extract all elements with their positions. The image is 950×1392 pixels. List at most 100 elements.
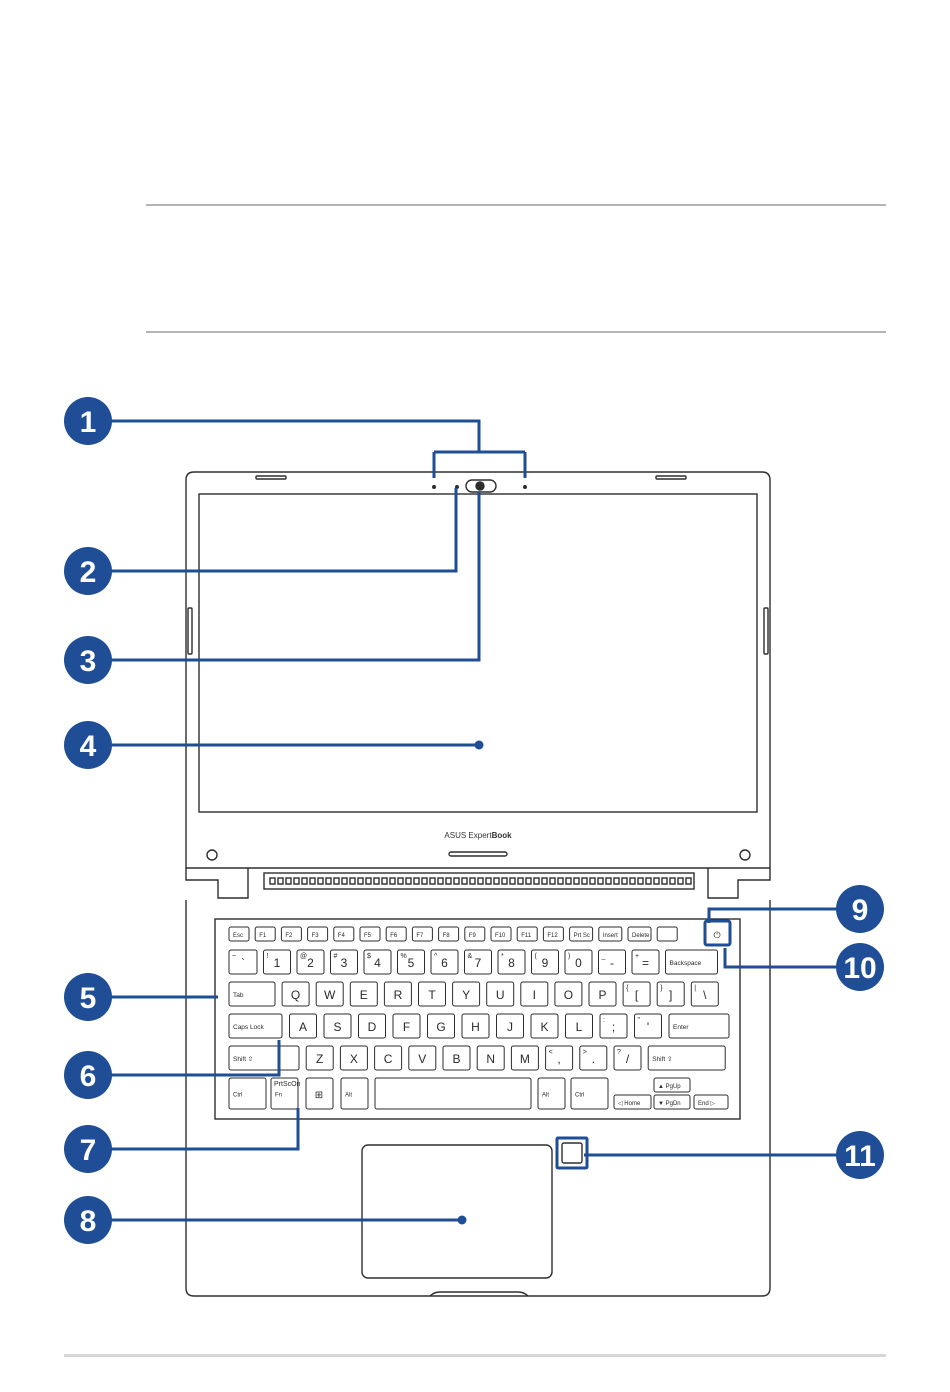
key-label: ▼ PgDn xyxy=(658,1101,681,1107)
keyboard-key xyxy=(613,1045,642,1071)
keyboard-key xyxy=(397,949,425,975)
key-shift-label: _ xyxy=(601,953,606,960)
keyboard-key xyxy=(496,1013,524,1039)
callout-8: 8 xyxy=(64,1196,112,1244)
keyboard-key xyxy=(305,1077,334,1110)
vent-slot xyxy=(509,877,516,885)
keyboard-key xyxy=(598,949,626,975)
vent-slot xyxy=(669,877,676,885)
vent-slot xyxy=(645,877,652,885)
callout-9: 9 xyxy=(836,885,884,933)
keyboard-key xyxy=(418,981,446,1007)
svg-text:5: 5 xyxy=(80,982,97,1015)
key-shift-label: # xyxy=(334,953,338,960)
key-label: 8 xyxy=(508,956,515,970)
microphone-right xyxy=(523,485,528,490)
key-label: F3 xyxy=(312,933,320,939)
keyboard-key xyxy=(545,1045,574,1071)
key-label: 4 xyxy=(374,956,381,970)
key-label: = xyxy=(642,956,649,970)
keyboard-key xyxy=(656,926,678,942)
key-label: F10 xyxy=(495,933,506,939)
vent-slot xyxy=(525,877,532,885)
key-label: Esc xyxy=(233,933,243,939)
key-label: ' xyxy=(647,1020,649,1034)
key-label: M xyxy=(520,1052,530,1066)
power-icon: ⏻ xyxy=(713,930,720,940)
svg-text:8: 8 xyxy=(80,1205,97,1238)
keyboard-key xyxy=(627,926,652,942)
svg-text:10: 10 xyxy=(843,952,876,985)
keyboard-key xyxy=(263,949,291,975)
keyboard-key xyxy=(228,1013,283,1039)
key-label: End ▷ xyxy=(698,1101,715,1107)
keyboard-key xyxy=(631,949,660,975)
key-label: C xyxy=(384,1052,393,1066)
vent-slot xyxy=(629,877,636,885)
key-label: V xyxy=(418,1052,426,1066)
key-label: Tab xyxy=(233,992,244,999)
keyboard-key xyxy=(613,1094,652,1110)
key-shift-label: { xyxy=(626,985,629,992)
vent-slot xyxy=(293,877,300,885)
keyboard-key xyxy=(358,1013,386,1039)
key-label: / xyxy=(626,1052,630,1066)
vent-slot xyxy=(589,877,596,885)
touchpad xyxy=(361,1144,553,1279)
key-label: F4 xyxy=(338,933,346,939)
vent-slot xyxy=(421,877,428,885)
key-label: Shift ⇧ xyxy=(652,1055,672,1063)
key-shift-label: ^ xyxy=(434,953,438,960)
key-label: Z xyxy=(316,1052,323,1066)
keyboard-key xyxy=(280,926,302,942)
key-shift-label: < xyxy=(549,1049,553,1056)
key-label: F2 xyxy=(285,933,293,939)
callout-7: 7 xyxy=(64,1125,112,1173)
keyboard-key xyxy=(570,1077,609,1110)
vent-slot xyxy=(549,877,556,885)
keyboard-key xyxy=(270,1077,299,1110)
vent-slots xyxy=(269,877,692,885)
vent-slot xyxy=(533,877,540,885)
key-label: J xyxy=(507,1020,513,1034)
callout-10: 10 xyxy=(836,943,884,991)
vent-slot xyxy=(621,877,628,885)
keyboard-key xyxy=(665,949,718,975)
callout-4: 4 xyxy=(64,721,112,769)
hinge xyxy=(185,868,771,899)
key-label: ▲ PgUp xyxy=(658,1084,681,1090)
keyboard-key xyxy=(599,1013,628,1039)
key-label: F xyxy=(403,1020,410,1034)
vent-slot xyxy=(341,877,348,885)
keyboard-key xyxy=(510,1045,539,1071)
key-label: Alt xyxy=(542,1093,549,1099)
key-label: W xyxy=(324,988,336,1002)
keyboard-key xyxy=(330,949,358,975)
svg-text:1: 1 xyxy=(80,406,97,439)
key-shift-label: : xyxy=(603,1017,605,1024)
vent-slot xyxy=(685,877,692,885)
vent-slot xyxy=(541,877,548,885)
keyboard-key xyxy=(520,981,549,1007)
key-label: 6 xyxy=(441,956,448,970)
keyboard-key xyxy=(307,926,329,942)
vent-slot xyxy=(413,877,420,885)
keyboard-key xyxy=(228,1045,300,1071)
key-label: F12 xyxy=(547,933,558,939)
vent-slot xyxy=(373,877,380,885)
key-label: H xyxy=(471,1020,480,1034)
keyboard-key xyxy=(408,1045,437,1071)
svg-text:9: 9 xyxy=(852,894,869,927)
keyboard-key xyxy=(542,926,564,942)
keyboard-key xyxy=(531,949,559,975)
key-shift-label: " xyxy=(638,1017,641,1024)
key-label: Y xyxy=(462,988,470,1002)
keyboard-key xyxy=(374,1077,532,1110)
vent-slot xyxy=(573,877,580,885)
key-label: O xyxy=(564,988,573,1002)
vent-slot xyxy=(653,877,660,885)
keyboard-key xyxy=(693,1094,729,1110)
keyboard-key xyxy=(656,981,685,1007)
key-label: ] xyxy=(669,988,672,1002)
